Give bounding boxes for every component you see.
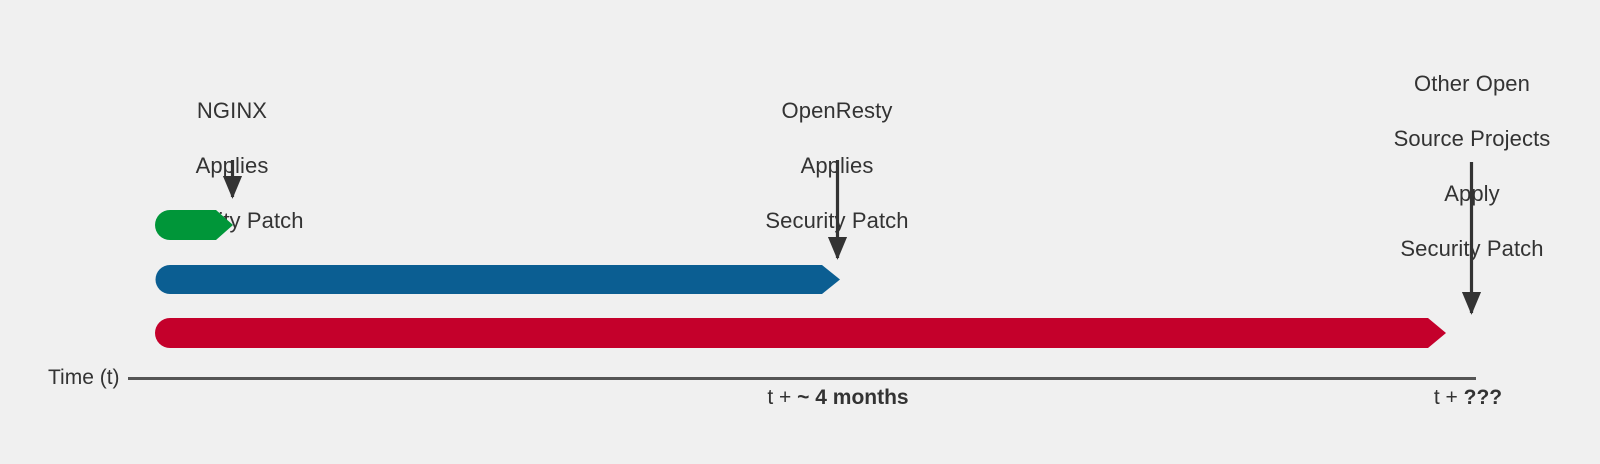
tick-label-unknown-value: ??? [1463,386,1503,409]
tick-label-unknown: t + ??? [1368,386,1568,410]
annotation-nginx-line-1: NGINX [196,97,268,123]
other-projects-bar [155,318,1446,348]
annotation-other-projects-line-2: Source Projects [1393,125,1551,151]
annotation-other-projects-line-4: Security Patch [1400,235,1544,261]
time-axis-label: Time (t) [48,366,120,389]
tick-label-4-months-prefix: t + [767,386,798,409]
annotation-openresty-line-3: Security Patch [765,207,909,233]
tick-label-unknown-prefix: t + [1433,386,1464,409]
annotation-openresty-line-1: OpenResty [781,97,893,123]
openresty-bar [155,265,840,294]
tick-label-4-months-value: ~ 4 months [797,386,909,409]
nginx-bar [155,210,233,240]
tick-label-4-months: t + ~ 4 months [738,386,938,410]
annotation-other-projects-line-1: Other Open [1414,70,1530,96]
